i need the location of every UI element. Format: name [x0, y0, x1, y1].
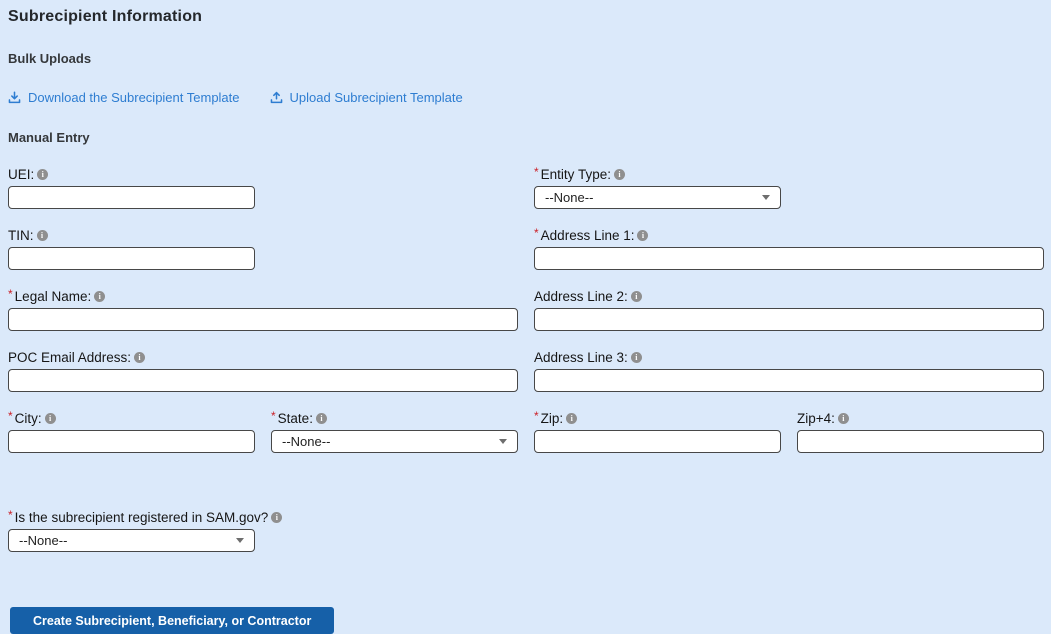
required-marker: * — [8, 287, 13, 301]
info-icon[interactable]: i — [613, 169, 625, 180]
chevron-down-icon — [236, 538, 244, 543]
info-icon[interactable]: i — [37, 169, 49, 180]
create-subrecipient-button[interactable]: Create Subrecipient, Beneficiary, or Con… — [10, 607, 335, 634]
poc-email-input[interactable] — [8, 369, 518, 392]
sam-registered-label: * Is the subrecipient registered in SAM.… — [8, 508, 283, 525]
required-marker: * — [8, 409, 13, 423]
entity-type-select[interactable]: --None-- — [534, 186, 781, 209]
upload-icon — [270, 91, 283, 104]
zip4-label: Zip+4: i — [797, 411, 1044, 426]
bulk-uploads-heading: Bulk Uploads — [8, 51, 92, 66]
field-entity-type: * Entity Type: i --None-- — [534, 165, 781, 209]
required-marker: * — [534, 165, 539, 179]
required-marker: * — [8, 508, 13, 522]
info-icon[interactable]: i — [271, 512, 283, 523]
poc-email-label: POC Email Address: i — [8, 350, 518, 365]
required-marker: * — [271, 409, 276, 423]
zip-input[interactable] — [534, 430, 781, 453]
field-city: * City: i — [8, 409, 255, 453]
info-icon[interactable]: i — [94, 291, 106, 302]
state-selected-value: --None-- — [282, 434, 331, 449]
info-icon[interactable]: i — [134, 352, 146, 363]
chevron-down-icon — [499, 439, 507, 444]
field-uei: UEI: i — [8, 167, 255, 209]
address-line-3-label: Address Line 3: i — [534, 350, 1044, 365]
required-marker: * — [534, 409, 539, 423]
city-label-text: City: — [14, 411, 42, 426]
info-icon[interactable]: i — [566, 413, 578, 424]
uei-label-text: UEI: — [8, 167, 35, 182]
uei-input[interactable] — [8, 186, 255, 209]
chevron-down-icon — [762, 195, 770, 200]
address-line-2-label: Address Line 2: i — [534, 289, 1044, 304]
manual-entry-form: UEI: i * Entity Type: i --None-- TIN: i — [8, 165, 1044, 453]
required-marker: * — [534, 226, 539, 240]
zip-label-text: Zip: — [540, 411, 564, 426]
info-icon[interactable]: i — [44, 413, 56, 424]
info-icon[interactable]: i — [837, 413, 849, 424]
field-address-line-3: Address Line 3: i — [534, 350, 1044, 392]
address-line-3-input[interactable] — [534, 369, 1044, 392]
field-address-line-1: * Address Line 1: i — [534, 226, 1044, 270]
template-links-row: Download the Subrecipient Template Uploa… — [8, 90, 1044, 105]
field-zip4: Zip+4: i — [797, 411, 1044, 453]
page-title: Subrecipient Information — [8, 8, 203, 25]
download-icon — [8, 91, 21, 104]
zip-label: * Zip: i — [534, 409, 781, 426]
city-label: * City: i — [8, 409, 255, 426]
field-state: * State: i --None-- — [271, 409, 518, 453]
state-select[interactable]: --None-- — [271, 430, 518, 453]
address-line-1-input[interactable] — [534, 247, 1044, 270]
poc-email-label-text: POC Email Address: — [8, 350, 132, 365]
legal-name-label: * Legal Name: i — [8, 287, 518, 304]
field-address-line-2: Address Line 2: i — [534, 289, 1044, 331]
sam-registered-select[interactable]: --None-- — [8, 529, 255, 552]
manual-entry-heading: Manual Entry — [8, 130, 90, 145]
field-poc-email: POC Email Address: i — [8, 350, 518, 392]
entity-type-selected-value: --None-- — [545, 190, 594, 205]
tin-input[interactable] — [8, 247, 255, 270]
sam-registered-label-text: Is the subrecipient registered in SAM.go… — [14, 510, 269, 525]
info-icon[interactable]: i — [637, 230, 649, 241]
entity-type-label-text: Entity Type: — [540, 167, 611, 182]
city-input[interactable] — [8, 430, 255, 453]
uei-label: UEI: i — [8, 167, 255, 182]
upload-link-label: Upload Subrecipient Template — [289, 90, 463, 105]
info-icon[interactable]: i — [315, 413, 327, 424]
address-line-3-label-text: Address Line 3: — [534, 350, 628, 365]
tin-label-text: TIN: — [8, 228, 34, 243]
legal-name-input[interactable] — [8, 308, 518, 331]
address-line-2-label-text: Address Line 2: — [534, 289, 628, 304]
state-label: * State: i — [271, 409, 518, 426]
info-icon[interactable]: i — [36, 230, 48, 241]
upload-template-link[interactable]: Upload Subrecipient Template — [270, 90, 463, 105]
field-sam-registered: * Is the subrecipient registered in SAM.… — [8, 508, 283, 552]
address-line-2-input[interactable] — [534, 308, 1044, 331]
zip4-label-text: Zip+4: — [797, 411, 835, 426]
zip4-input[interactable] — [797, 430, 1044, 453]
field-tin: TIN: i — [8, 228, 255, 270]
legal-name-label-text: Legal Name: — [14, 289, 92, 304]
info-icon[interactable]: i — [630, 291, 642, 302]
tin-label: TIN: i — [8, 228, 255, 243]
address-line-1-label: * Address Line 1: i — [534, 226, 1044, 243]
download-template-link[interactable]: Download the Subrecipient Template — [8, 90, 240, 105]
address-line-1-label-text: Address Line 1: — [540, 228, 635, 243]
info-icon[interactable]: i — [630, 352, 642, 363]
state-label-text: State: — [277, 411, 313, 426]
entity-type-label: * Entity Type: i — [534, 165, 781, 182]
sam-registered-selected-value: --None-- — [19, 533, 68, 548]
field-zip: * Zip: i — [534, 409, 781, 453]
field-legal-name: * Legal Name: i — [8, 287, 518, 331]
download-link-label: Download the Subrecipient Template — [28, 90, 240, 105]
